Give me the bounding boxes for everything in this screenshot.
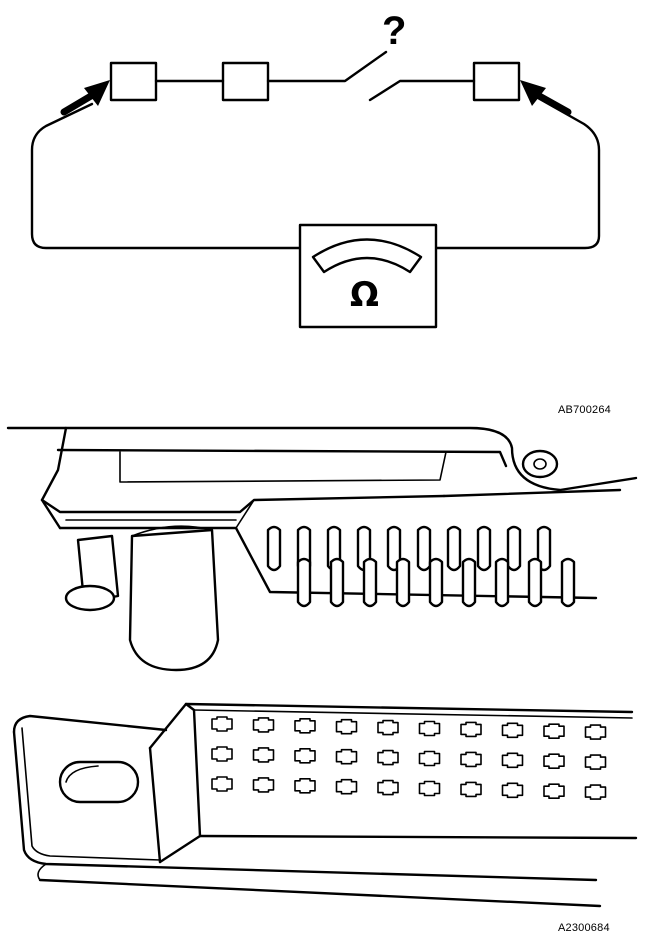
base-plate-corner xyxy=(37,863,47,881)
housing-top-edge xyxy=(6,426,638,492)
connector-pin xyxy=(329,557,345,608)
connector-pin xyxy=(560,557,576,608)
housing-corner xyxy=(235,499,255,529)
base-plate-top-edge xyxy=(12,714,168,734)
screw-icon xyxy=(521,449,559,479)
socket-cross xyxy=(294,778,316,794)
right-loop-wire xyxy=(434,96,601,250)
pin-array xyxy=(266,525,576,608)
component-2 xyxy=(221,61,270,102)
socket-cross xyxy=(501,782,524,799)
socket-cross xyxy=(211,776,233,792)
connector-pin xyxy=(362,557,378,608)
small-cylinder xyxy=(64,534,120,612)
connector-pin xyxy=(461,557,477,608)
connector-pin xyxy=(416,525,432,572)
housing-window xyxy=(119,451,447,483)
socket-cross xyxy=(543,723,565,739)
socket-cross xyxy=(501,752,524,769)
socket-cross xyxy=(377,779,399,796)
socket-cross xyxy=(211,746,233,762)
socket-cross xyxy=(335,718,358,735)
housing-lip xyxy=(442,488,622,498)
socket-cross xyxy=(418,780,441,797)
figure-code-side-view: AB700264 xyxy=(558,404,611,416)
connector-pin xyxy=(494,557,510,608)
socket-cross xyxy=(460,751,482,768)
connector-pin xyxy=(296,557,312,608)
figure-code-face-view: A2300684 xyxy=(558,922,610,934)
connector-side-view xyxy=(6,426,638,672)
probe-arrow-right-icon xyxy=(520,80,572,116)
connector-pin xyxy=(428,557,444,608)
open-switch-right xyxy=(368,79,476,102)
socket-cross xyxy=(584,754,607,770)
component-3 xyxy=(472,61,521,102)
ohmmeter-icon xyxy=(298,223,438,329)
socket-cross xyxy=(252,747,275,763)
connector-pin xyxy=(527,557,543,608)
connector-face-view xyxy=(12,702,638,908)
housing-inner-edge xyxy=(56,448,508,468)
connector-pin xyxy=(395,557,411,608)
socket-cross xyxy=(584,724,607,740)
socket-cross xyxy=(418,720,441,737)
socket-cross xyxy=(335,748,358,765)
left-loop-wire xyxy=(30,102,302,250)
base-plate-bottom-edge xyxy=(38,878,602,908)
socket-cross xyxy=(294,718,316,734)
socket-cross xyxy=(584,784,607,800)
socket-cross xyxy=(460,781,482,798)
connector-pin xyxy=(266,525,282,572)
large-cylinder xyxy=(128,525,220,672)
body-front-bottom-edge xyxy=(198,834,638,840)
probe-arrow-left-icon xyxy=(60,80,110,116)
socket-cross xyxy=(460,721,482,738)
connector-pin xyxy=(506,525,522,572)
question-mark: ? xyxy=(382,9,406,53)
socket-cross xyxy=(211,716,233,732)
open-switch-left xyxy=(266,50,388,83)
socket-cross xyxy=(543,753,565,769)
socket-cross xyxy=(543,783,565,799)
socket-cross xyxy=(377,719,399,736)
component-1 xyxy=(109,61,158,102)
body-front-left-edge xyxy=(158,702,202,864)
mounting-hole-icon xyxy=(58,760,140,804)
connector-pin xyxy=(476,525,492,572)
socket-cross xyxy=(335,778,358,795)
body-front-top-edge xyxy=(193,709,633,719)
socket-cross xyxy=(501,722,524,739)
connector-pin xyxy=(446,525,462,572)
socket-cross xyxy=(252,777,275,793)
continuity-circuit xyxy=(30,50,601,329)
socket-cross xyxy=(252,717,275,733)
socket-cross xyxy=(377,749,399,766)
ohm-symbol: Ω xyxy=(350,275,379,315)
socket-cross xyxy=(294,748,316,764)
socket-cross xyxy=(418,750,441,767)
socket-array xyxy=(211,716,607,800)
body-left-edge xyxy=(148,746,162,864)
base-plate-inner-edge xyxy=(21,727,161,861)
housing-front-edge xyxy=(40,494,446,514)
